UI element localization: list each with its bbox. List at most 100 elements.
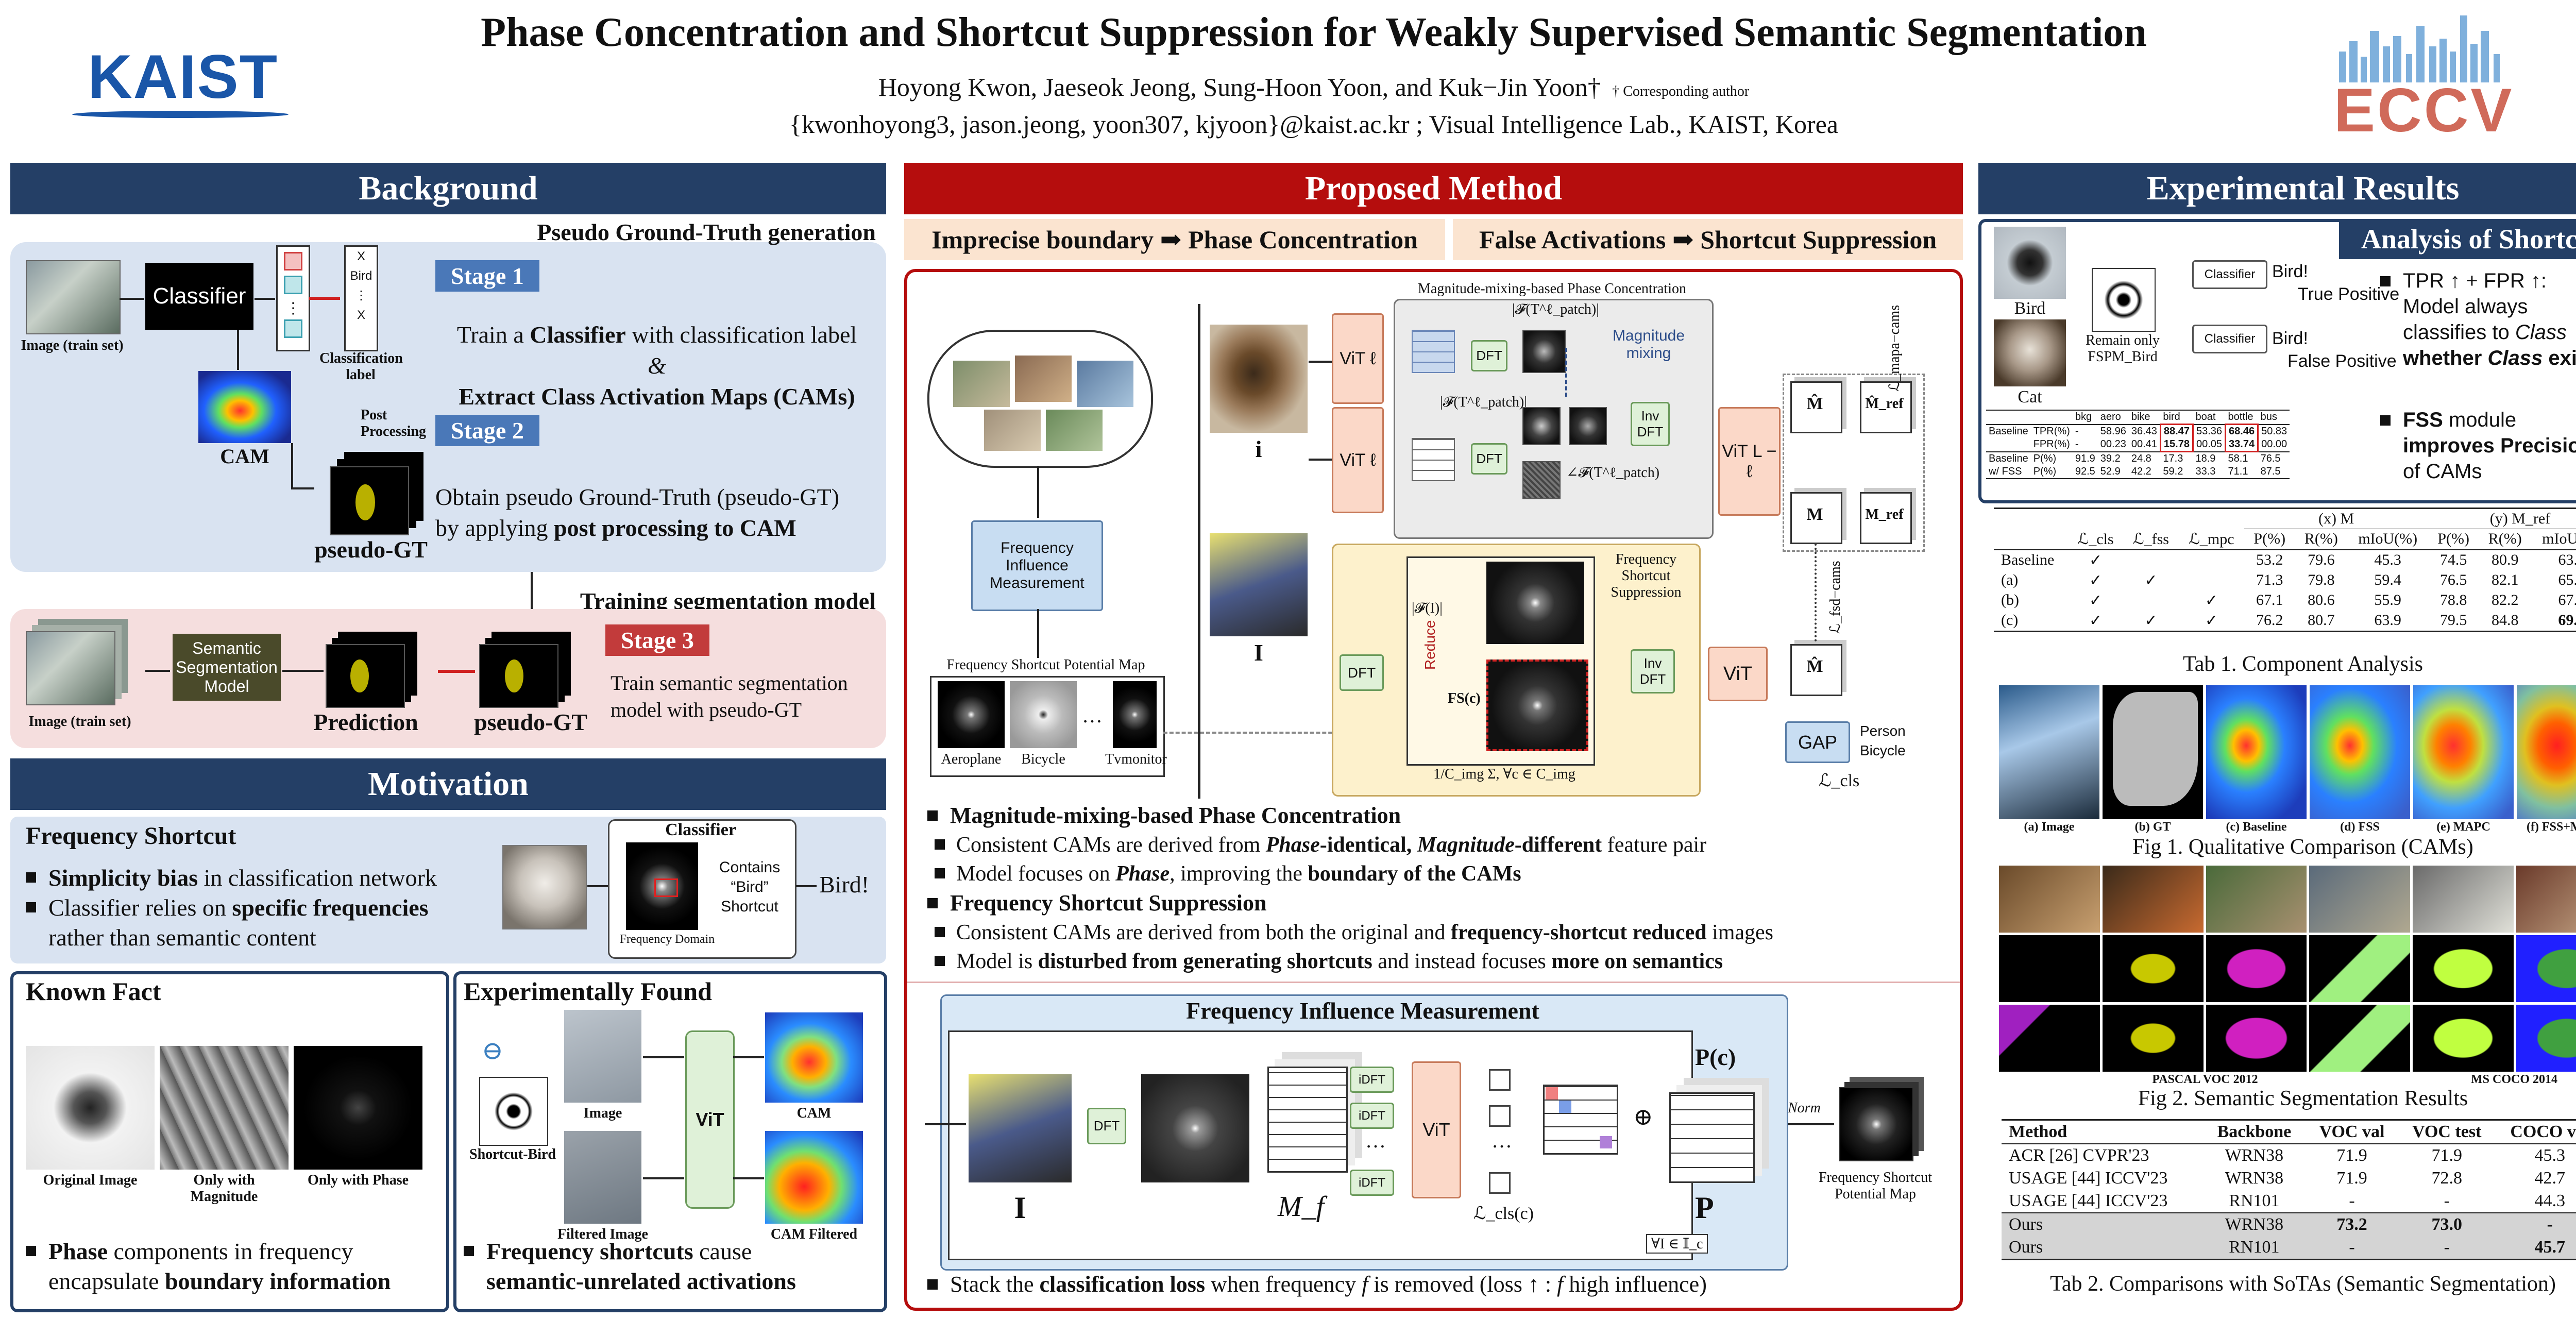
small-table-cell: 00.00 (2261, 438, 2287, 450)
s1-b1d: feature pair (1602, 833, 1707, 857)
s1-b1a: Consistent CAMs are derived from (956, 833, 1266, 857)
kf-t2: encapsulate (48, 1268, 165, 1294)
mag-cube-top (1522, 330, 1566, 373)
b1c: classifies to (2403, 321, 2515, 344)
fs-heading: Frequency Shortcut (26, 822, 236, 850)
vit-l-minus-l-top: ViT L − ℓ (1718, 407, 1781, 516)
tab1-body: Baseline✓53.279.645.374.580.963.2(a)✓✓71… (1994, 550, 2576, 632)
pseudo-gt2-bird (505, 660, 523, 692)
fig1-fss-mapc (2517, 685, 2576, 819)
small-table-cell: 59.2 (2163, 466, 2183, 477)
tab1-header-cell: ℒ_mpc (2189, 530, 2234, 548)
tab2-cell: WRN38 (2225, 1169, 2284, 1188)
fim-I-label: I (1014, 1191, 1026, 1225)
compare-arrow (309, 297, 340, 300)
m-ref-label: M_ref (1865, 506, 1904, 522)
fig2-voc-gt2 (2102, 935, 2204, 1002)
small-table-cell: 24.8 (2131, 452, 2151, 464)
filtered-image (564, 1131, 641, 1224)
tab1-cell: 79.6 (2308, 551, 2335, 568)
tab1-header-cell (1994, 529, 2068, 550)
small-table-cell: 36.43 (2131, 425, 2157, 437)
m-hat-bottom (1790, 644, 1842, 696)
tab2-cell: Ours (2009, 1215, 2043, 1234)
pred-compare-arrow (438, 670, 475, 673)
tab1-cell (2123, 550, 2178, 570)
tab1-cell: 71.3 (2256, 571, 2283, 588)
small-table-header-cell (1986, 410, 2031, 425)
tab1-cell: ✓ (2089, 551, 2103, 569)
tab1-cell: ✓ (2144, 571, 2158, 589)
tvmonitor-label: Tvmonitor (1105, 751, 1167, 767)
fig2-voc-img1 (1999, 866, 2100, 933)
arrow-eagle-vit (1309, 361, 1332, 363)
label-x1: X (357, 249, 365, 263)
b1d-class: Class (2487, 347, 2543, 369)
tab1-cell: 76.2 (2256, 612, 2283, 629)
tsm-panel (10, 609, 886, 748)
m-hat-top-label: M̂ (1806, 394, 1823, 413)
fig2-voc-pred2 (2102, 1005, 2204, 1072)
fss-title: Frequency Shortcut Suppression (1611, 551, 1682, 600)
small-table-cell: - (2075, 438, 2079, 450)
fig2-coco-img2 (2516, 866, 2576, 933)
fig2-grid (1999, 866, 2576, 1072)
forall-label: ∀I ∈ 𝕀_c (1646, 1234, 1708, 1254)
idft-2: iDFT (1350, 1103, 1394, 1129)
tab1-cell: 63.2 (2558, 551, 2576, 568)
chip2-a: False Activations (1479, 225, 1666, 254)
cloud-thumb-1 (953, 361, 1010, 407)
filtered-image-label: Filtered Image (557, 1226, 648, 1242)
tab2-cell: RN101 (2229, 1238, 2280, 1257)
fig1-label: (d) FSS (2340, 820, 2380, 834)
m-hat-ref (1860, 381, 1912, 433)
chip-activations: False Activations ➡ Shortcut Suppression (1453, 219, 1963, 260)
tab1-cell: ✓ (2089, 612, 2103, 629)
kf-t1: components in frequency (108, 1238, 353, 1264)
fig1-row (1999, 685, 2576, 819)
m-hat-ref-label: M̂_ref (1865, 396, 1904, 412)
motivation-header: Motivation (10, 758, 886, 810)
small-table-cell: 58.96 (2100, 425, 2126, 437)
analysis-title: Analysis of Shortcut (2339, 219, 2576, 259)
label-box: X Bird ⋮ X (344, 245, 378, 351)
tab2-cell: USAGE [44] ICCV'23 (2009, 1191, 2168, 1210)
s2-b1-bold: frequency-shortcut reduced (1451, 921, 1707, 944)
m-ref-cube (1860, 492, 1912, 544)
small-table-header-cell: boat (2195, 411, 2216, 423)
tab1-cell: ✓ (2205, 591, 2218, 609)
stage2-t2: by applying (435, 515, 554, 541)
tab1-cell (2123, 590, 2178, 611)
prediction-label: Prediction (313, 709, 418, 735)
fphase-label: ∠𝓕(T^ℓ_patch) (1566, 465, 1660, 481)
train-image-stack (26, 631, 115, 705)
exp-image-label: Image (583, 1105, 622, 1121)
l-mapa-label: ℒ_mapa−cams (1887, 305, 1903, 392)
image-i-label: i (1255, 436, 1262, 462)
tab1-cell (2179, 550, 2244, 570)
arrow-filt-vit (643, 1177, 684, 1179)
freq-domain-image (626, 842, 698, 930)
small-table-cell: 00.41 (2131, 438, 2157, 450)
emails: {kwonhoyong3, jason.jeong, yoon307, kjyo… (789, 110, 1839, 139)
fsd-link (1815, 544, 1817, 641)
stage2-text: Obtain pseudo Ground-Truth (pseudo-GT) b… (435, 482, 878, 544)
oplus-icon: ⊕ (1633, 1104, 1653, 1130)
fs-bullet-1: Simplicity bias in classification networ… (26, 863, 500, 893)
small-table-cell: 58.1 (2228, 453, 2248, 464)
fig2-voc-label: PASCAL VOC 2012 (2152, 1073, 2258, 1086)
classifier-freq-title: Classifier (665, 820, 736, 839)
tab1-cell: 69.5 (2558, 612, 2576, 629)
arrow-img-vit (643, 1056, 684, 1058)
fig1-label: (e) MAPC (2436, 820, 2490, 834)
tab1-cell: 74.5 (2439, 551, 2467, 568)
tab2-cell: 45.3 (2534, 1146, 2566, 1165)
tab1-cell: 53.2 (2256, 551, 2283, 568)
dft-mid: DFT (1471, 443, 1507, 475)
